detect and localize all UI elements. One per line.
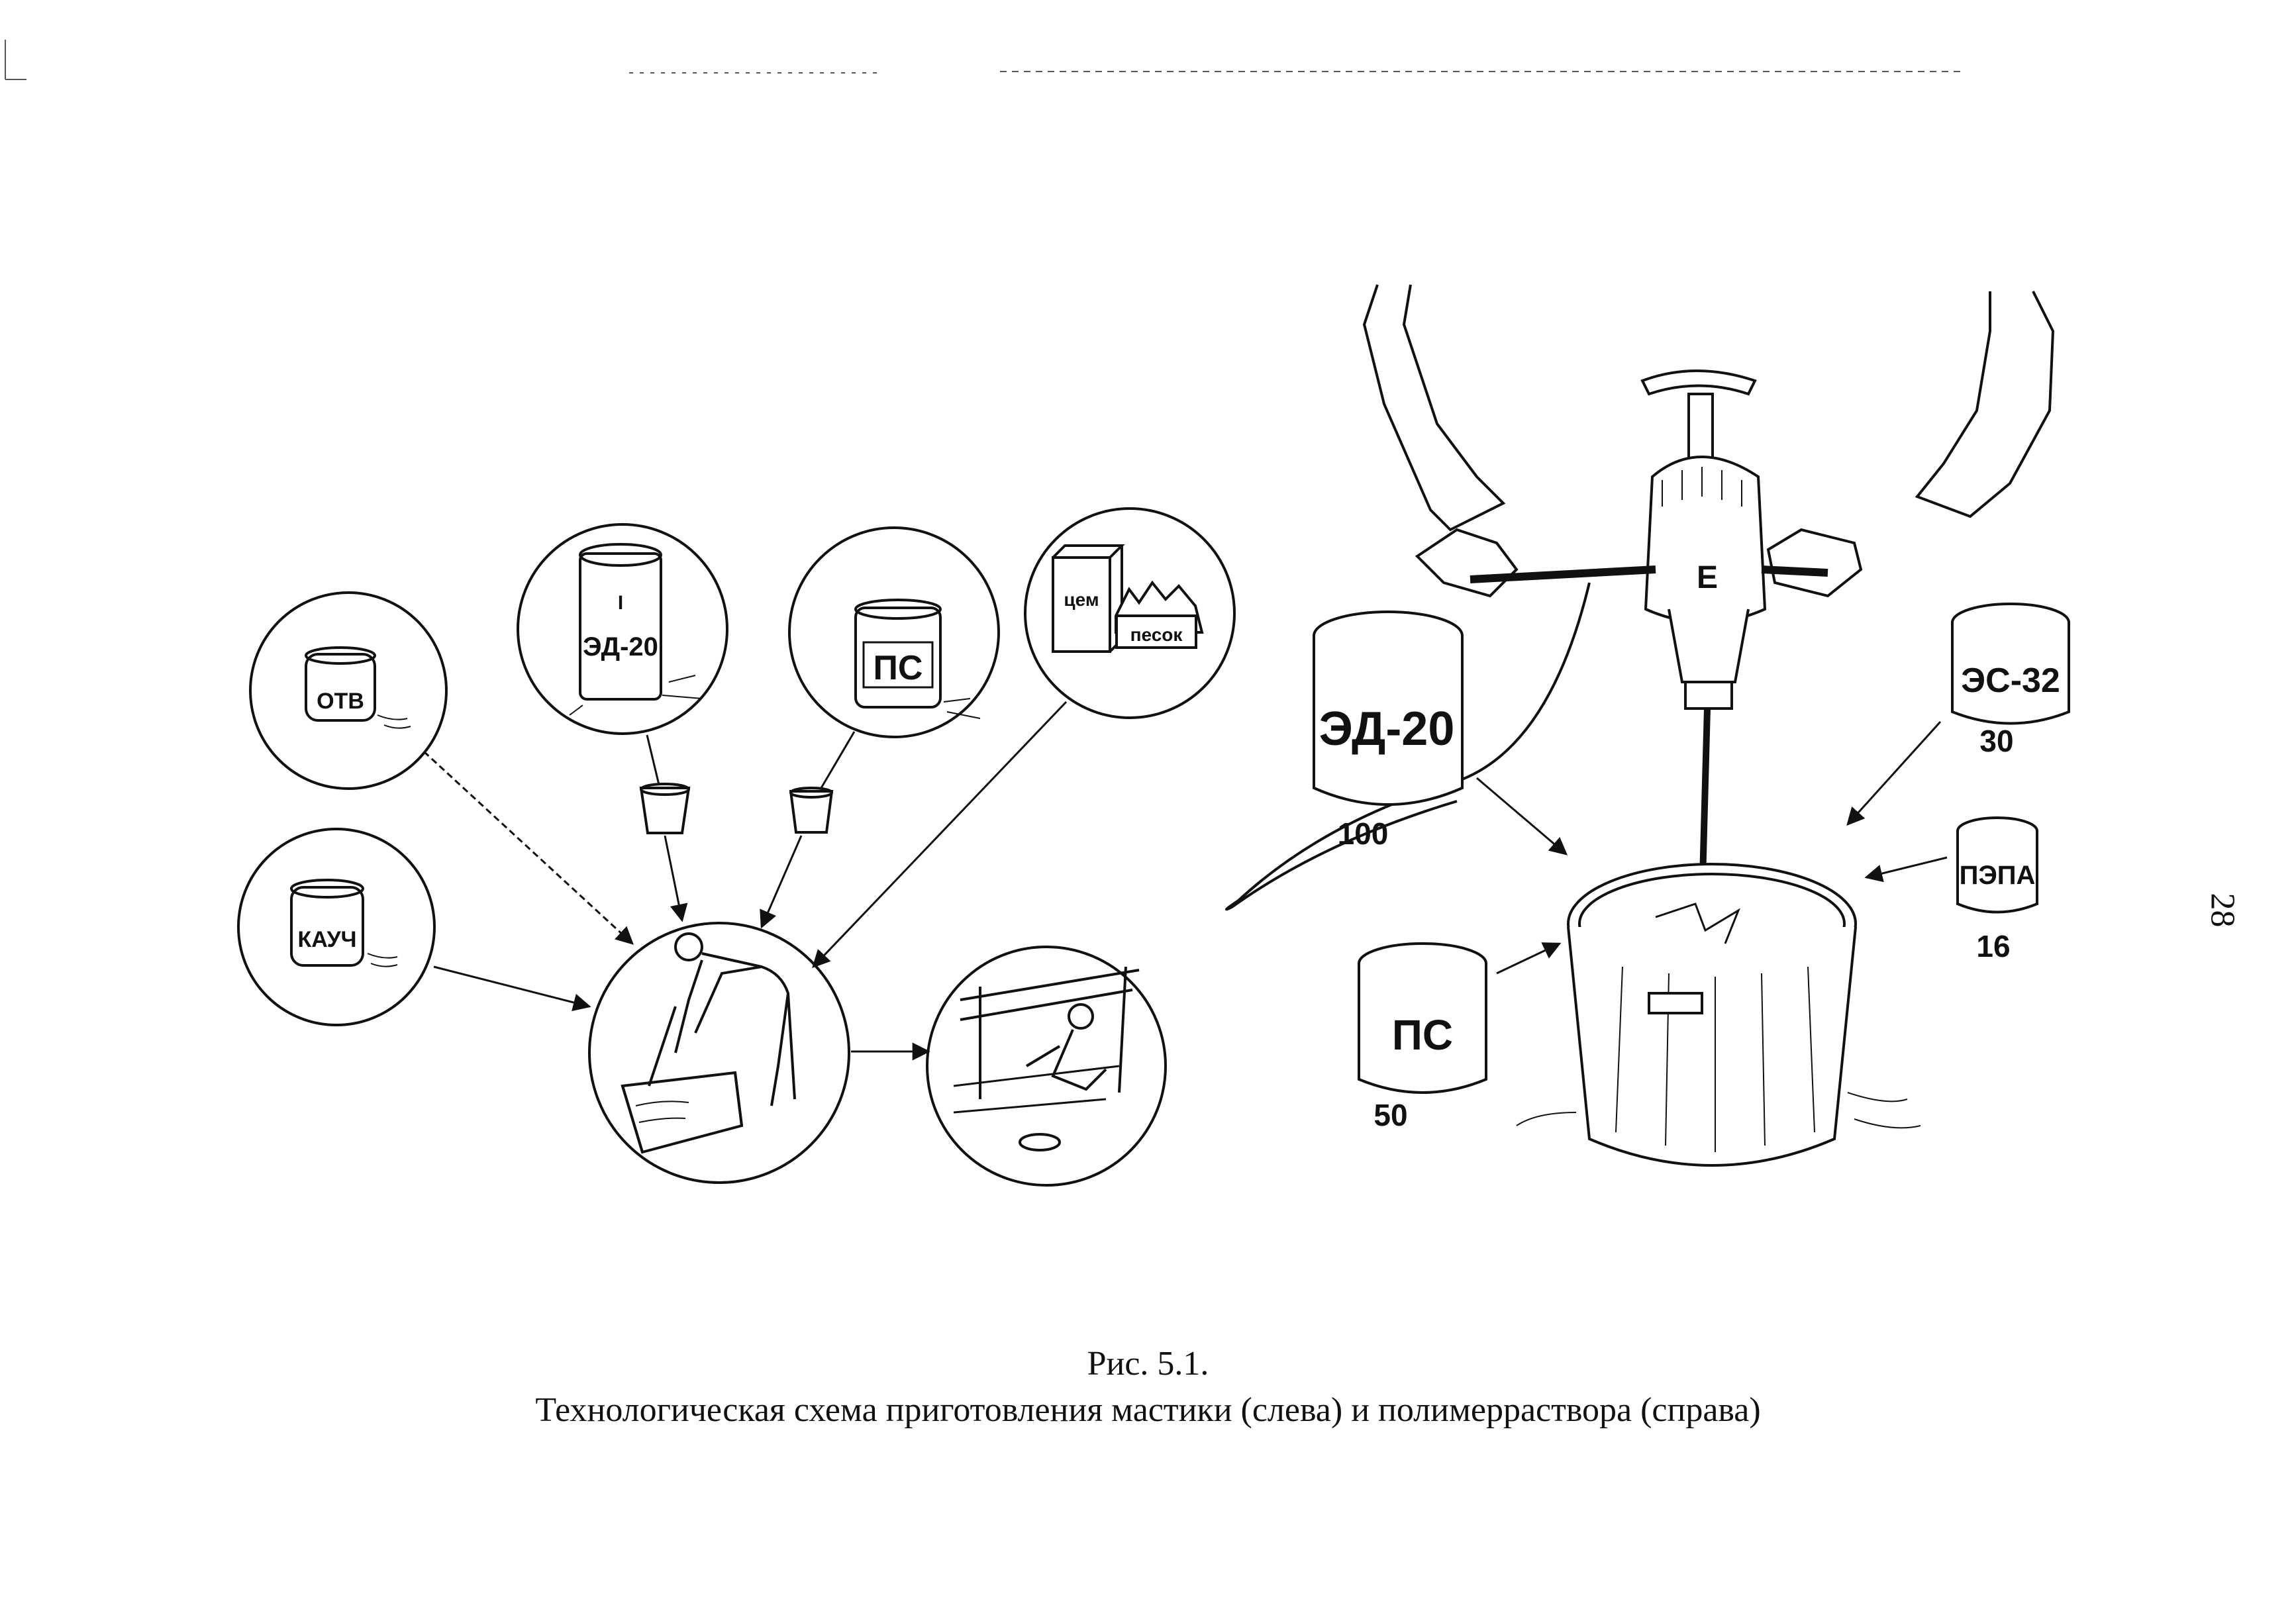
bucket-2 xyxy=(789,787,834,834)
label-sand: песок xyxy=(1130,624,1183,645)
container-es32: ЭС-32 30 xyxy=(1846,603,2070,826)
bucket-1 xyxy=(639,783,691,834)
circle-kauch: КАУЧ xyxy=(237,828,436,1026)
label-ed20: ЭД-20 xyxy=(583,632,658,661)
drill: Е xyxy=(1225,369,1828,911)
label-ps-small: ПС xyxy=(873,649,923,687)
label-ed20-top: I xyxy=(618,592,623,614)
container-es32-amount: 30 xyxy=(1979,724,2013,758)
drill-right-handle xyxy=(1761,565,1828,577)
polymer-solution-scheme: Е ЭД-20 100 П xyxy=(1225,284,2070,1167)
arrow-bucket1-to-mixing xyxy=(664,835,688,922)
label-cement: цем xyxy=(1064,589,1099,610)
container-ps: ПС 50 xyxy=(1358,942,1562,1132)
mixing-bucket xyxy=(1516,863,1921,1167)
container-ps-label: ПС xyxy=(1392,1011,1453,1059)
container-pepa-label: ПЭПА xyxy=(1960,861,2036,890)
drill-cable xyxy=(1225,582,1591,911)
arrow-ps-to-bucket xyxy=(820,731,856,789)
arrow-es32-to-bucket xyxy=(1846,720,1942,826)
arrow-ed20-to-bucket xyxy=(1476,777,1568,855)
drill-mark: Е xyxy=(1697,560,1718,595)
arrow-ps-to-bucket xyxy=(1496,942,1562,975)
worker-arms xyxy=(1362,284,2055,598)
page-number: 28 xyxy=(2203,893,2242,928)
container-ed20: ЭД-20 100 xyxy=(1313,611,1568,855)
drill-left-handle xyxy=(1470,565,1656,583)
container-ps-amount: 50 xyxy=(1373,1098,1407,1132)
circle-cement-sand: цем песок xyxy=(1024,507,1236,719)
circle-otv: ОТВ xyxy=(249,591,448,790)
arrow-ed20-to-bucket xyxy=(646,734,660,785)
circle-ps: ПС xyxy=(788,526,1000,738)
container-es32-label: ЭС-32 xyxy=(1961,661,2060,700)
mastic-scheme: ОТВ КАУЧ I ЭД-20 ПС xyxy=(237,507,1236,1187)
arrow-bucket2-to-mixing xyxy=(760,835,803,929)
circle-application xyxy=(926,946,1167,1187)
container-ed20-amount: 100 xyxy=(1338,816,1389,851)
figure-number: Рис. 5.1. xyxy=(1087,1345,1209,1383)
label-kauch: КАУЧ xyxy=(297,927,356,952)
container-ed20-label: ЭД-20 xyxy=(1319,703,1455,756)
figure-caption: Технологическая схема приготовления маст… xyxy=(535,1391,1761,1429)
arrows-mastic xyxy=(423,701,1068,1061)
arrow-kauch-to-mixing xyxy=(433,965,591,1012)
scan-artifacts xyxy=(5,40,1960,80)
container-pepa: ПЭПА 16 xyxy=(1864,816,2038,963)
arrow-cement-to-mixing xyxy=(812,701,1068,968)
arrow-pepa-to-bucket xyxy=(1864,856,1948,883)
circle-ed20: I ЭД-20 xyxy=(517,523,728,735)
circle-mixing-worker xyxy=(588,922,850,1184)
container-pepa-amount: 16 xyxy=(1976,929,2010,963)
label-otv: ОТВ xyxy=(317,689,364,714)
arrow-otv-to-mixing xyxy=(423,750,634,945)
